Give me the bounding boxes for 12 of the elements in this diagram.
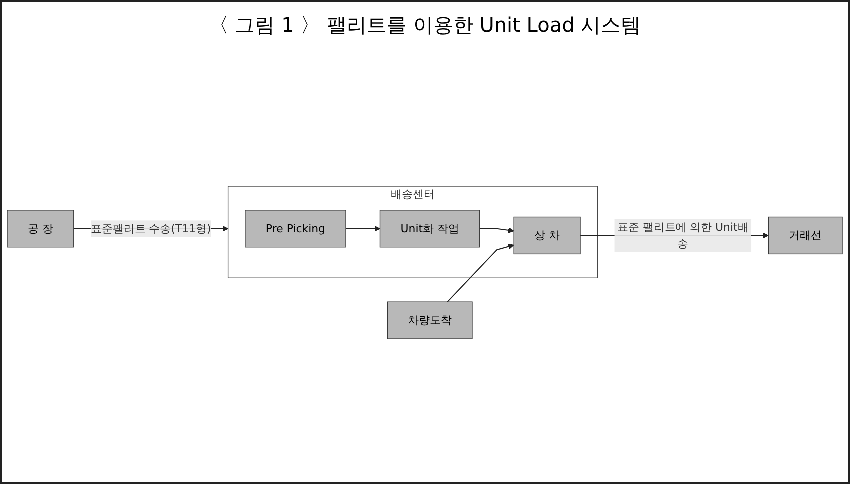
arrow	[346, 226, 380, 232]
edge-label: 표준 팰리트에 의한 Unit배송	[618, 220, 749, 250]
node-box: 거래선	[768, 216, 843, 254]
node-box: 공 장	[7, 210, 74, 248]
node-box: 차량도착	[387, 302, 473, 340]
arrow	[480, 227, 514, 234]
node-box: Unit화 작업	[380, 210, 480, 248]
node-box: 상 차	[514, 216, 581, 254]
node-box: Pre Picking	[245, 210, 346, 248]
edge-label: 표준팰리트 수송(T11형)	[91, 222, 212, 235]
diagram-title: 〈 그림 1 〉 팰리트를 이용한 Unit Load 시스템	[208, 12, 642, 39]
arrow	[447, 244, 514, 302]
